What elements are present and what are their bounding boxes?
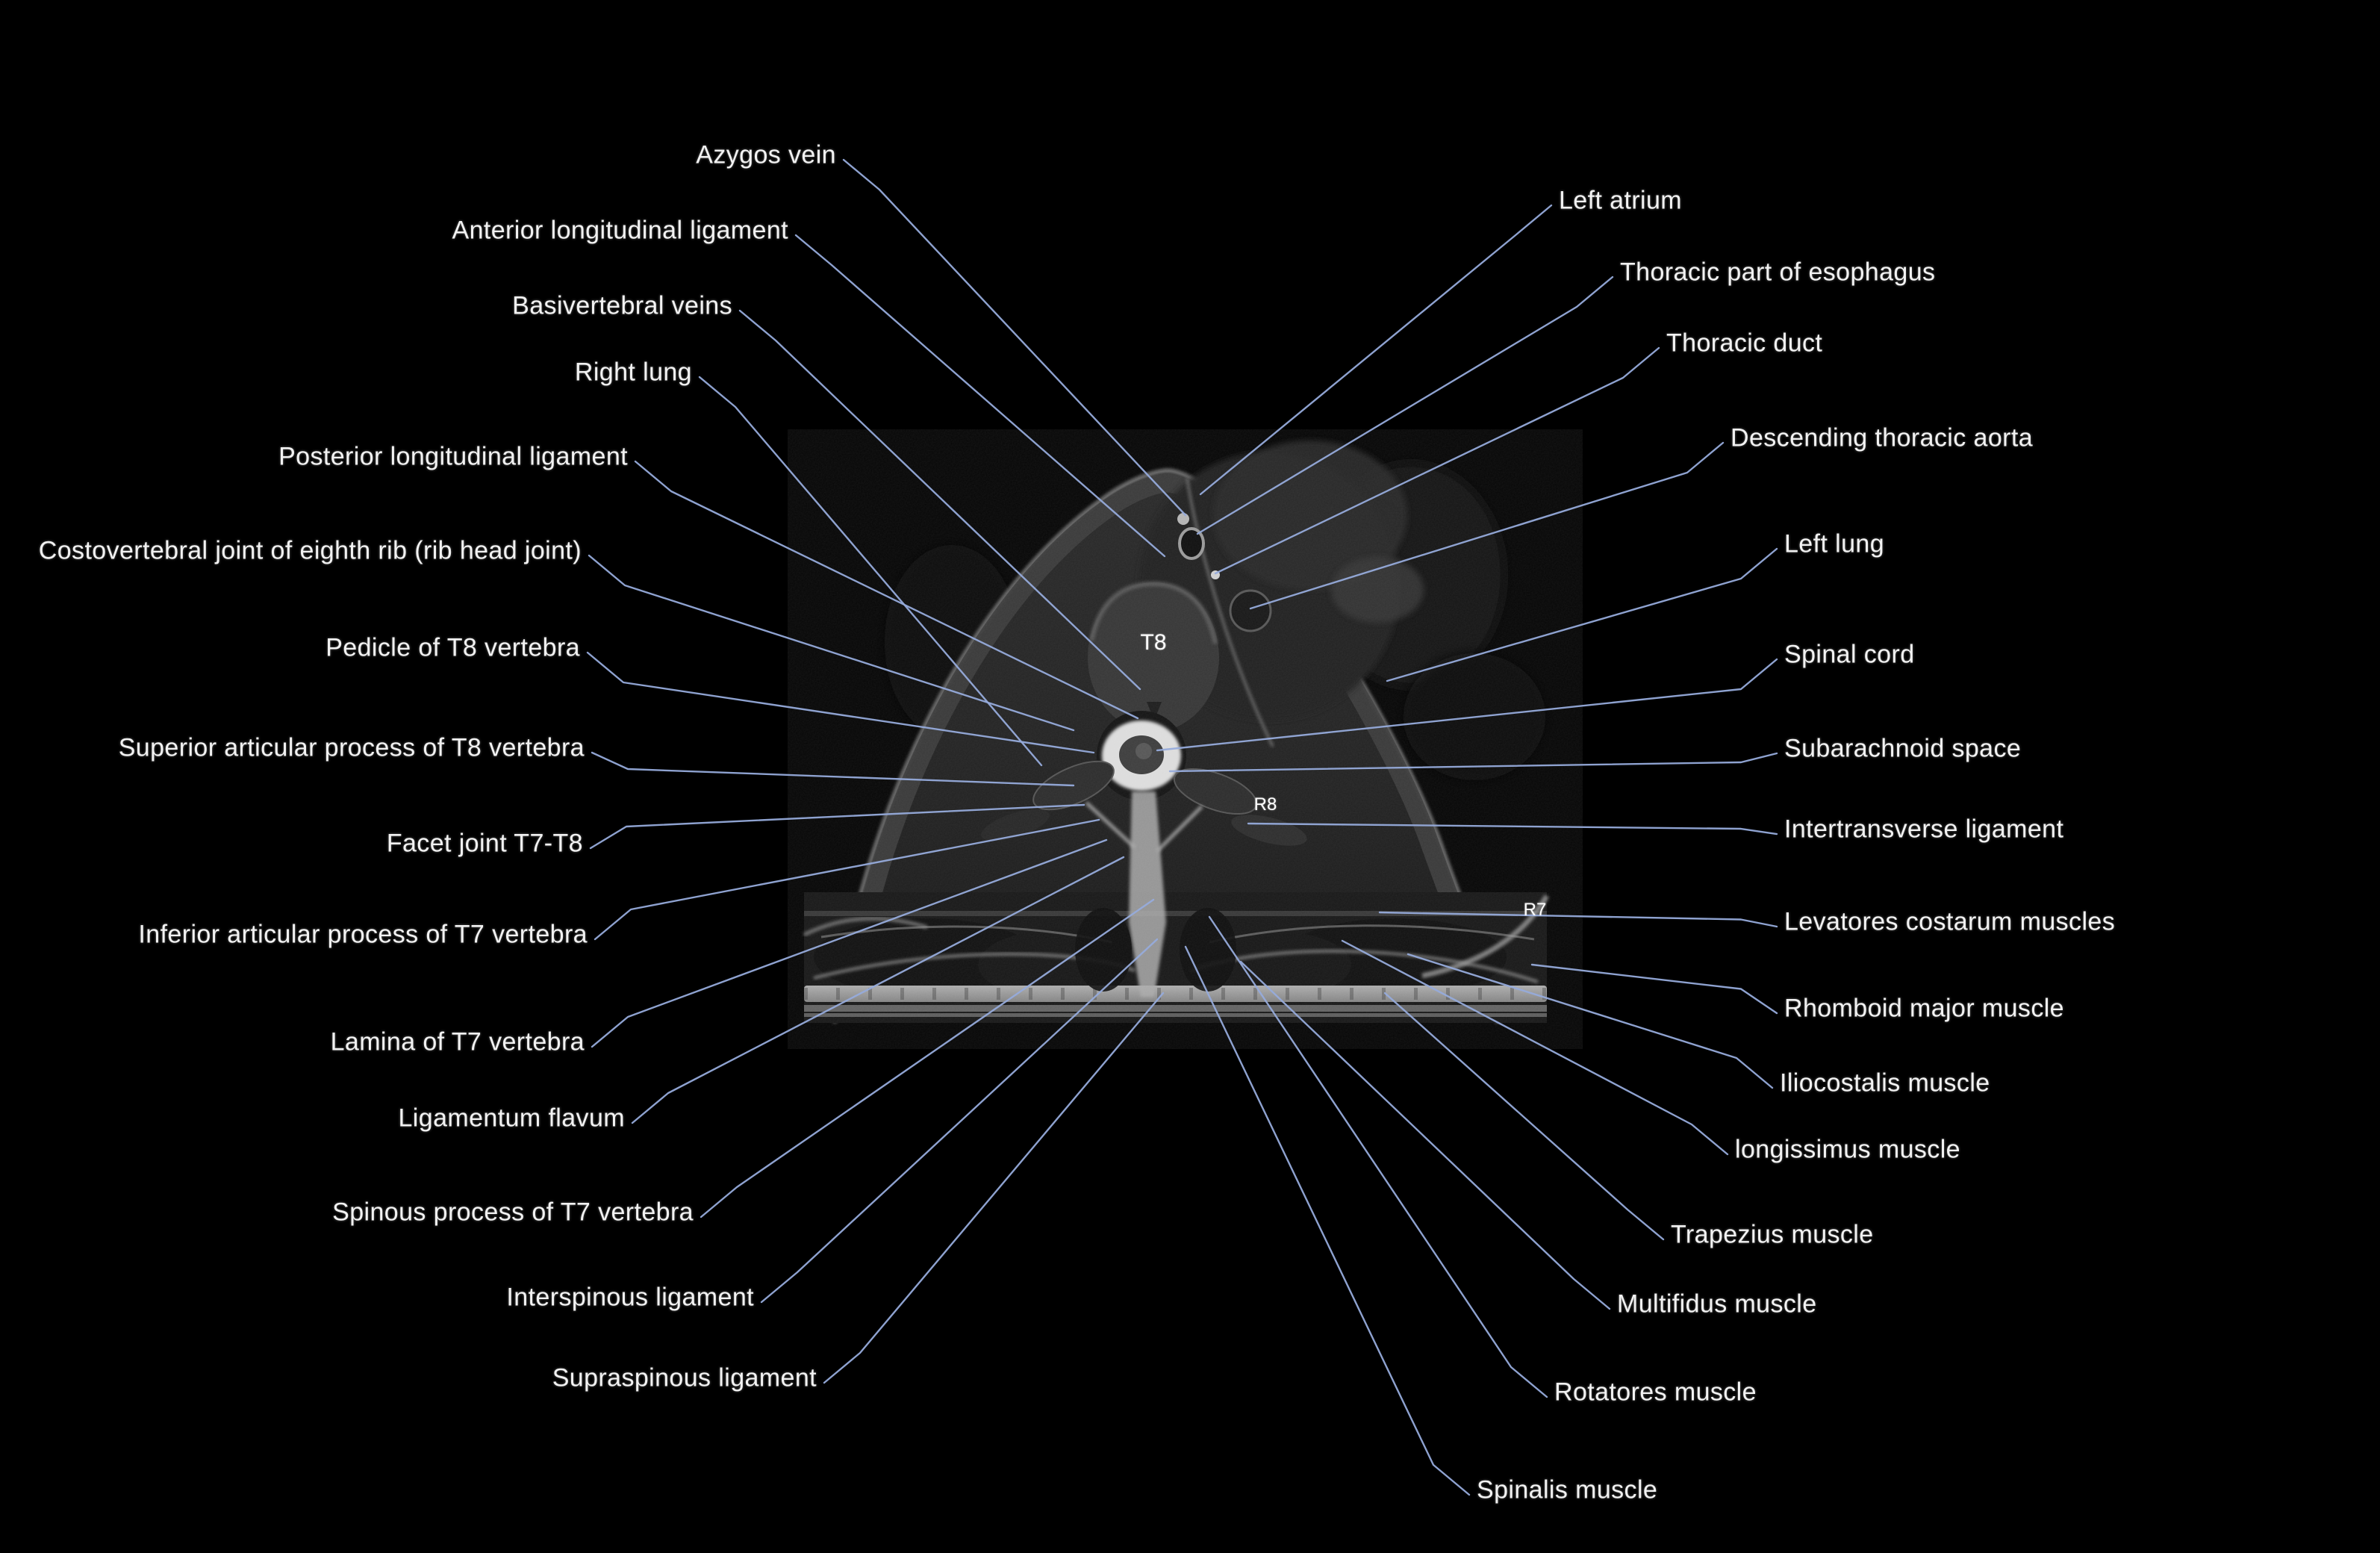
label-longissimus-muscle: longissimus muscle xyxy=(1735,1135,1960,1164)
label-posterior-longitudinal-ligament: Posterior longitudinal ligament xyxy=(278,442,628,471)
leader-line-rhomboid-major-muscle xyxy=(1530,963,1778,1015)
label-ligamentum-flavum: Ligamentum flavum xyxy=(398,1104,625,1133)
label-rotatores-muscle: Rotatores muscle xyxy=(1554,1378,1757,1407)
leader-line-supraspinous-ligament xyxy=(823,992,1165,1384)
leader-line-levatores-costarum-muscles xyxy=(1378,911,1778,928)
leader-line-lamina-of-t7-vertebra xyxy=(591,838,1108,1048)
leader-line-basivertebral-veins xyxy=(738,309,1141,691)
leader-line-left-atrium xyxy=(1199,204,1553,496)
leader-line-facet-joint-t7-t8 xyxy=(589,803,1085,850)
label-left-atrium: Left atrium xyxy=(1559,186,1683,215)
label-basivertebral-veins: Basivertebral veins xyxy=(512,291,732,320)
label-spinous-process-of-t7-vertebra: Spinous process of T7 vertebra xyxy=(332,1198,694,1227)
leader-line-azygos-vein xyxy=(842,158,1187,517)
image-marker-r8: R8 xyxy=(1253,794,1277,815)
leader-line-superior-articular-process-of-t8-vertebra xyxy=(591,751,1075,787)
label-spinal-cord: Spinal cord xyxy=(1784,640,1915,669)
label-left-lung: Left lung xyxy=(1784,529,1885,558)
leader-line-multifidus-muscle xyxy=(1239,960,1611,1310)
leader-line-inferior-articular-process-of-t7-vertebra xyxy=(594,818,1100,941)
label-right-lung: Right lung xyxy=(574,358,692,387)
label-thoracic-part-of-esophagus: Thoracic part of esophagus xyxy=(1620,258,1936,287)
label-facet-joint-t7-t8: Facet joint T7-T8 xyxy=(386,829,583,858)
label-thoracic-duct: Thoracic duct xyxy=(1666,329,1823,358)
leader-line-posterior-longitudinal-ligament xyxy=(634,460,1139,720)
label-interspinous-ligament: Interspinous ligament xyxy=(506,1283,754,1312)
leader-line-subarachnoid-space xyxy=(1168,752,1778,773)
leader-line-ligamentum-flavum xyxy=(631,856,1125,1124)
leader-line-intertransverse-ligament xyxy=(1247,822,1778,835)
leader-line-pedicle-of-t8-vertebra xyxy=(586,651,1095,754)
mri-noise xyxy=(788,429,1583,1049)
leader-line-right-lung xyxy=(698,376,1043,767)
leader-line-iliocostalis-muscle xyxy=(1406,953,1774,1089)
leader-line-spinalis-muscle xyxy=(1184,945,1471,1496)
label-pedicle-of-t8-vertebra: Pedicle of T8 vertebra xyxy=(325,633,580,662)
label-subarachnoid-space: Subarachnoid space xyxy=(1784,734,2022,763)
label-spinalis-muscle: Spinalis muscle xyxy=(1477,1475,1658,1504)
label-inferior-articular-process-of-t7-vertebra: Inferior articular process of T7 vertebr… xyxy=(138,920,588,949)
label-levatores-costarum-muscles: Levatores costarum muscles xyxy=(1784,907,2116,936)
label-costovertebral-joint-of-eighth-rib-rib-head-joint: Costovertebral joint of eighth rib (rib … xyxy=(38,536,582,565)
label-multifidus-muscle: Multifidus muscle xyxy=(1617,1289,1817,1319)
label-lamina-of-t7-vertebra: Lamina of T7 vertebra xyxy=(330,1027,585,1056)
leader-line-interspinous-ligament xyxy=(760,938,1159,1304)
leader-line-trapezius-muscle xyxy=(1383,992,1665,1241)
label-anterior-longitudinal-ligament: Anterior longitudinal ligament xyxy=(452,216,788,245)
leader-line-spinous-process-of-t7-vertebra xyxy=(700,898,1155,1219)
leader-line-anterior-longitudinal-ligament xyxy=(794,234,1166,558)
leader-line-thoracic-duct xyxy=(1214,346,1660,575)
label-supraspinous-ligament: Supraspinous ligament xyxy=(552,1363,817,1392)
leader-line-longissimus-muscle xyxy=(1341,939,1729,1156)
label-iliocostalis-muscle: Iliocostalis muscle xyxy=(1780,1068,1990,1098)
leader-line-costovertebral-joint-of-eighth-rib-rib-head-joint xyxy=(588,554,1075,732)
image-marker-r7: R7 xyxy=(1523,900,1547,920)
leader-line-thoracic-part-of-esophagus xyxy=(1196,276,1614,535)
label-descending-thoracic-aorta: Descending thoracic aorta xyxy=(1731,423,2034,452)
label-azygos-vein: Azygos vein xyxy=(696,140,836,169)
image-marker-t8: T8 xyxy=(1140,630,1167,655)
leader-line-rotatores-muscle xyxy=(1208,915,1548,1398)
leader-line-descending-thoracic-aorta xyxy=(1249,441,1725,610)
label-rhomboid-major-muscle: Rhomboid major muscle xyxy=(1784,994,2064,1023)
leader-lines-layer xyxy=(586,158,1778,1496)
label-trapezius-muscle: Trapezius muscle xyxy=(1671,1220,1874,1249)
label-intertransverse-ligament: Intertransverse ligament xyxy=(1784,815,2064,844)
label-superior-articular-process-of-t8-vertebra: Superior articular process of T8 vertebr… xyxy=(118,733,585,762)
leader-line-left-lung xyxy=(1386,547,1778,682)
leader-line-spinal-cord xyxy=(1156,658,1778,752)
